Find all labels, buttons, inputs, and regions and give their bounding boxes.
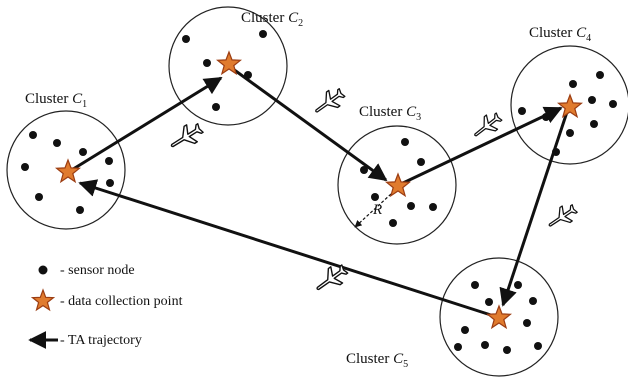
sensor-node: [566, 129, 574, 137]
sensor-node: [407, 202, 415, 210]
star-c2: [215, 50, 243, 76]
radius-label: R: [372, 202, 382, 218]
sensor-node: [106, 179, 114, 187]
sensor-node: [389, 219, 397, 227]
sensor-node: [35, 193, 43, 201]
sensor-node: [529, 297, 537, 305]
cluster-c5-boundary: [439, 257, 559, 377]
cluster-c3-boundary: [337, 125, 457, 245]
legend: - sensor node - data collection point - …: [28, 263, 183, 349]
legend-ta-trajectory-label: - TA trajectory: [60, 333, 142, 348]
sensor-node: [29, 131, 37, 139]
sensor-node: [461, 326, 469, 334]
cluster-label-c2: Cluster C2: [241, 10, 303, 29]
trajectory-c5-to-c1: [78, 179, 495, 318]
sensor-node: [596, 71, 604, 79]
star-c3: [384, 172, 412, 198]
legend-sensor-node-icon: [38, 265, 48, 275]
sensor-node: [79, 148, 87, 156]
star-c5: [485, 304, 513, 330]
sensor-node: [417, 158, 425, 166]
star-c4: [556, 93, 584, 119]
sensor-node: [401, 138, 409, 146]
sensor-node: [514, 281, 522, 289]
aircraft-icon: [309, 84, 349, 120]
sensor-node: [454, 343, 462, 351]
data-collection-points: [30, 50, 584, 330]
sensor-node: [203, 59, 211, 67]
trajectory-c1-to-c2: [69, 76, 223, 173]
ta-trajectory: [69, 67, 569, 318]
star-c1: [54, 158, 82, 184]
aircraft-icon: [165, 118, 207, 156]
sensor-node: [590, 120, 598, 128]
cluster-label-c1: Cluster C1: [25, 91, 87, 110]
sensor-node: [371, 193, 379, 201]
sensor-node: [105, 157, 113, 165]
radius-arrow: [354, 193, 392, 228]
sensor-node: [182, 35, 190, 43]
sensor-node: [53, 139, 61, 147]
legend-data-collection-point-label: - data collection point: [60, 294, 183, 309]
trajectory-c4-to-c5: [499, 111, 569, 307]
sensor-node: [534, 342, 542, 350]
cluster-circles: [6, 6, 628, 377]
cluster-label-c5: Cluster C5: [346, 351, 408, 370]
sensor-node: [485, 298, 493, 306]
sensor-node: [21, 163, 29, 171]
sensor-node: [259, 30, 267, 38]
sensor-node: [518, 107, 526, 115]
sensor-node: [588, 96, 596, 104]
sensor-node: [481, 341, 489, 349]
legend-sensor-node-label: - sensor node: [60, 263, 135, 278]
sensor-node: [360, 166, 368, 174]
sensor-node: [609, 100, 617, 108]
aircraft-icon: [310, 260, 352, 298]
sensor-node: [471, 281, 479, 289]
sensor-node: [569, 80, 577, 88]
sensor-node: [212, 103, 220, 111]
cluster-label-c3: Cluster C3: [359, 104, 421, 123]
cluster-c1-boundary: [6, 110, 126, 230]
cluster-label-c4: Cluster C4: [529, 25, 591, 44]
cluster-c2-boundary: [168, 6, 288, 126]
sensor-node: [503, 346, 511, 354]
trajectory-c3-to-c4: [402, 106, 563, 185]
sensor-node: [76, 206, 84, 214]
aircraft-icon: [543, 200, 581, 234]
sensor-node: [429, 203, 437, 211]
trajectory-c2-to-c3: [232, 67, 388, 182]
sensor-node: [523, 319, 531, 327]
cluster-c4-boundary: [510, 45, 628, 165]
legend-star: [30, 288, 56, 312]
sensor-nodes: [21, 30, 617, 354]
